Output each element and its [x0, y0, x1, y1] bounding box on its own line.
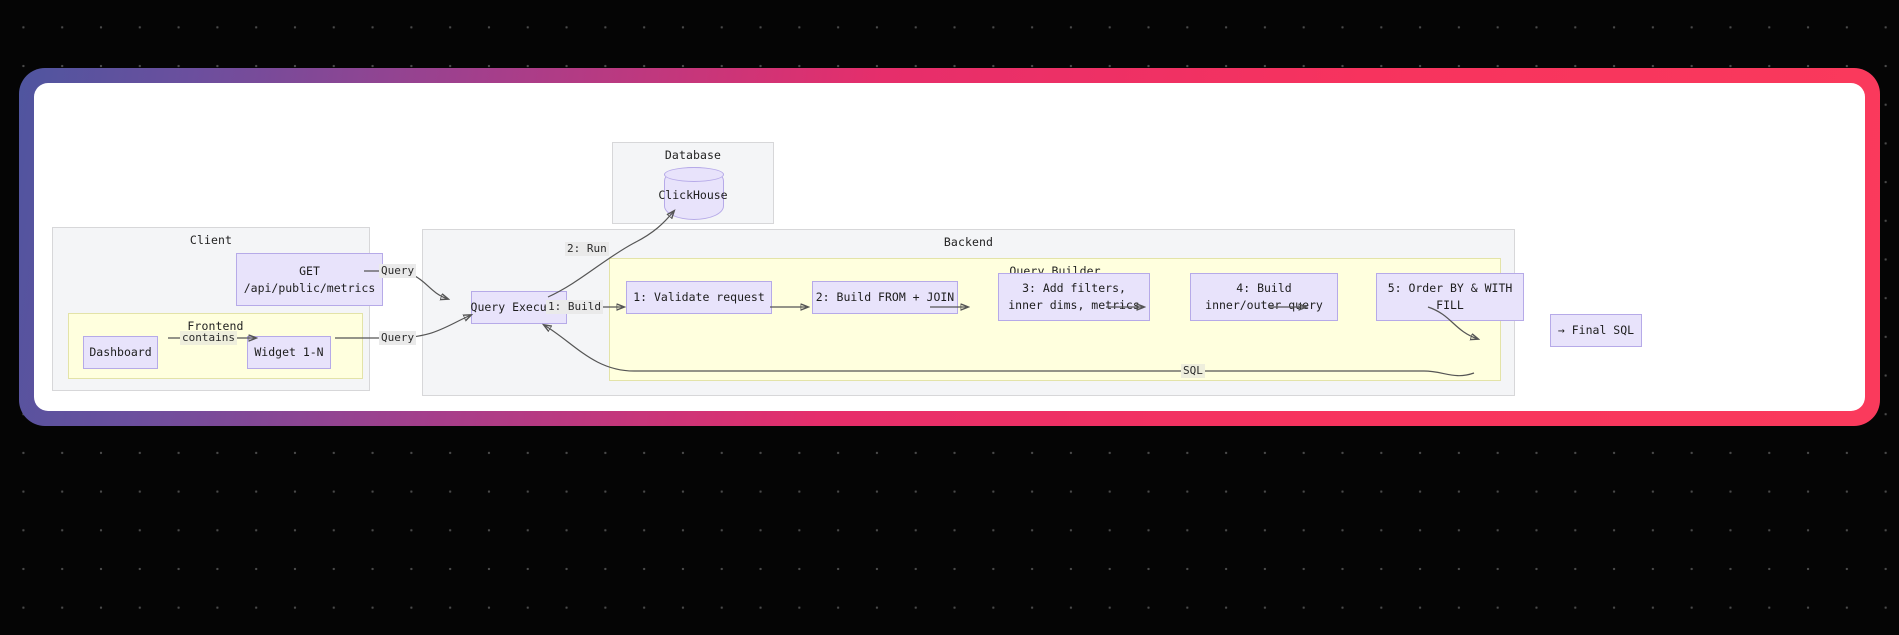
node-step-4-line2: inner/outer query — [1205, 298, 1323, 312]
node-step-3[interactable]: 3: Add filters, inner dims, metrics — [998, 273, 1150, 321]
node-step-2[interactable]: 2: Build FROM + JOIN — [812, 281, 958, 314]
group-database-title: Database — [664, 148, 722, 162]
node-get-endpoint-line1: GET — [299, 263, 320, 278]
group-frontend-title: Frontend — [187, 319, 244, 333]
node-dashboard-label: Dashboard — [89, 345, 152, 359]
node-step-5[interactable]: 5: Order BY & WITH FILL — [1376, 273, 1524, 321]
group-database: Database ClickHouse — [612, 142, 774, 224]
node-widget-label: Widget 1-N — [254, 345, 324, 359]
edge-label-query-top: Query — [379, 264, 417, 278]
edge-label-query-bottom: Query — [379, 331, 417, 345]
node-final-sql-label: → Final SQL — [1557, 323, 1635, 337]
node-step-3-line2: inner dims, metrics — [1008, 298, 1140, 312]
node-widget[interactable]: Widget 1-N — [247, 336, 331, 369]
gradient-frame: Database ClickHouse Client GET /api/publ… — [19, 68, 1880, 426]
group-client: Client GET /api/public/metrics Frontend … — [52, 227, 383, 391]
group-frontend: Frontend Dashboard Widget 1-N — [68, 313, 363, 379]
node-dashboard[interactable]: Dashboard — [83, 336, 158, 369]
node-final-sql[interactable]: → Final SQL — [1550, 314, 1642, 347]
node-step-5-line2: FILL — [1436, 298, 1464, 312]
group-query-builder: Query Builder 1: Validate request 2: Bui… — [609, 258, 1642, 381]
edge-label-run: 2: Run — [565, 242, 609, 256]
clickhouse-cylinder[interactable] — [664, 167, 724, 220]
node-get-endpoint[interactable]: GET /api/public/metrics — [236, 253, 383, 306]
node-step-3-line1: 3: Add filters, — [1022, 281, 1126, 295]
node-step-4-line1: 4: Build — [1236, 281, 1292, 295]
node-step-1[interactable]: 1: Validate request — [626, 281, 772, 314]
node-step-1-label: 1: Validate request — [633, 290, 765, 304]
node-step-5-line1: 5: Order BY & WITH — [1387, 281, 1513, 295]
node-step-4[interactable]: 4: Build inner/outer query — [1190, 273, 1338, 321]
edge-label-build: 1: Build — [546, 300, 603, 314]
group-client-title: Client — [189, 233, 233, 247]
edge-label-sql: SQL — [1181, 364, 1205, 378]
diagram-card: Database ClickHouse Client GET /api/publ… — [34, 83, 1865, 411]
node-get-endpoint-line2: /api/public/metrics — [243, 280, 376, 295]
group-backend-title: Backend — [943, 235, 994, 249]
clickhouse-label: ClickHouse — [658, 188, 728, 202]
edge-label-contains: contains — [180, 331, 237, 345]
node-step-2-label: 2: Build FROM + JOIN — [815, 290, 955, 304]
